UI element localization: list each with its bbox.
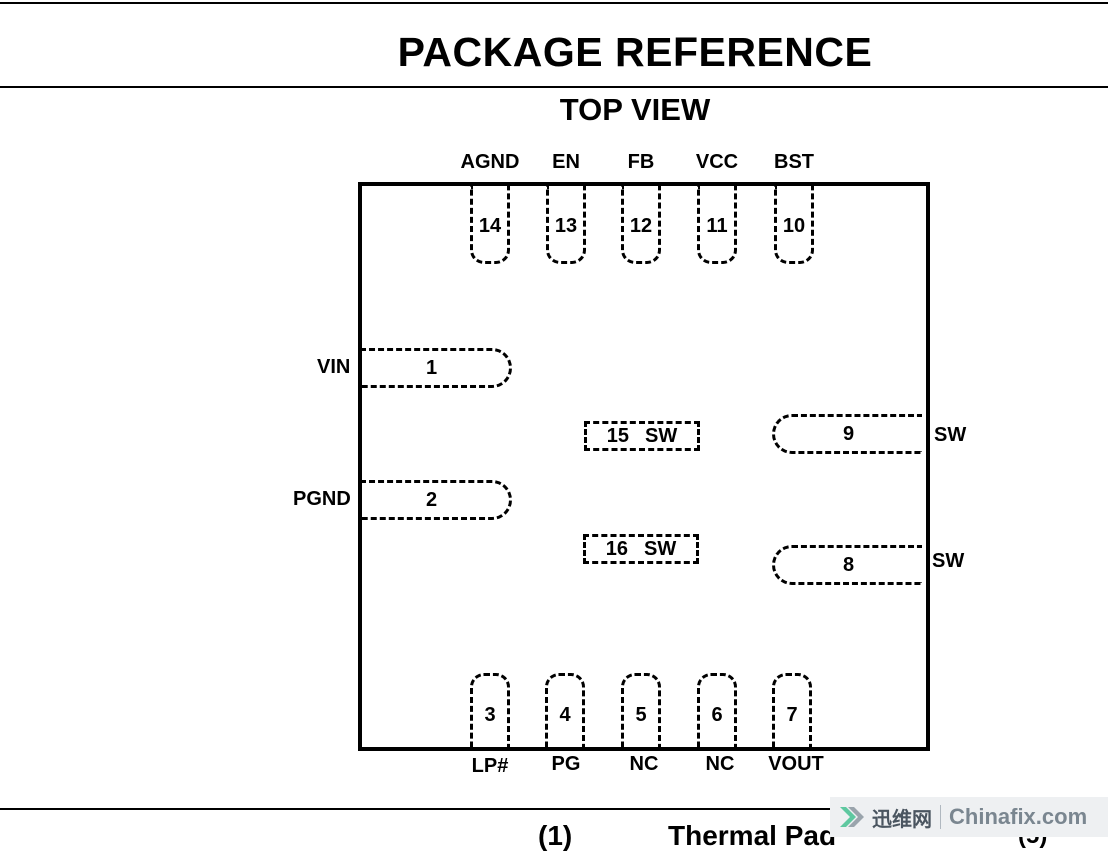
pin-label-en: EN	[552, 151, 580, 173]
pin-label-fb: FB	[627, 151, 655, 173]
pin-number: 10	[782, 215, 806, 237]
pin-label-vout: VOUT	[768, 753, 824, 775]
footer-text: Thermal Pad	[668, 820, 837, 851]
view-title: TOP VIEW	[559, 92, 711, 127]
pin-number: 6	[711, 704, 723, 726]
pin-8: 8	[772, 545, 922, 585]
watermark-divider	[940, 805, 941, 829]
watermark: 迅维网 Chinafix.com	[830, 797, 1108, 837]
pin-15: 15 SW	[584, 421, 700, 451]
pin-11: 11	[697, 186, 737, 264]
pin-number: 14	[478, 215, 502, 237]
pin-6: 6	[697, 673, 737, 749]
pin-label-bst: BST	[774, 151, 814, 173]
pin-13: 13	[546, 186, 586, 264]
pin-number: 13	[554, 215, 578, 237]
package-outline	[358, 182, 930, 751]
pin-number: 1	[425, 356, 438, 379]
pin-number: 11	[706, 215, 728, 237]
pin-14: 14	[470, 186, 510, 264]
pin-number: 15	[606, 424, 630, 447]
bottom-rule	[0, 808, 1108, 810]
page-title: PACKAGE REFERENCE	[397, 29, 873, 75]
pin-number: 9	[842, 422, 855, 445]
pin-number: 4	[559, 704, 571, 726]
pin-number: 8	[842, 553, 855, 576]
footer-note-ref: (1)	[538, 820, 573, 851]
pin-label-sw-9: SW	[934, 424, 967, 446]
pin-label-nc-5: NC	[629, 753, 659, 775]
pin-label-sw-8: SW	[932, 550, 965, 572]
pin-label-nc-6: NC	[705, 753, 735, 775]
pin-label-pg: PG	[551, 753, 581, 775]
pin-3: 3	[470, 673, 510, 749]
pin-1: 1	[360, 348, 512, 388]
pin-number: 5	[635, 704, 647, 726]
pin-number: 7	[786, 704, 798, 726]
pin-9: 9	[772, 414, 922, 454]
watermark-en: Chinafix.com	[949, 804, 1088, 829]
watermark-cn: 迅维网	[872, 808, 932, 831]
pin-label-vin: VIN	[317, 356, 351, 378]
pin-label-lp: LP#	[471, 755, 509, 777]
pin-label-pgnd: PGND	[293, 488, 351, 510]
pin-12: 12	[621, 186, 661, 264]
pin-2: 2	[360, 480, 512, 520]
pin-number: 3	[484, 704, 496, 726]
pin-label: SW	[644, 537, 677, 560]
pin-number: 12	[629, 215, 653, 237]
pin-10: 10	[774, 186, 814, 264]
pin-7: 7	[772, 673, 812, 749]
pin-label-agnd: AGND	[460, 151, 520, 173]
pin-16: 16 SW	[583, 534, 699, 564]
top-rule	[0, 2, 1108, 4]
pin-label-vcc: VCC	[695, 151, 739, 173]
chevron-logo-icon	[840, 807, 864, 827]
pin-5: 5	[621, 673, 661, 749]
pin-label: SW	[645, 424, 678, 447]
pin-number: 16	[605, 537, 629, 560]
pin-4: 4	[545, 673, 585, 749]
pin-number: 2	[425, 488, 438, 511]
title-rule	[0, 86, 1108, 88]
